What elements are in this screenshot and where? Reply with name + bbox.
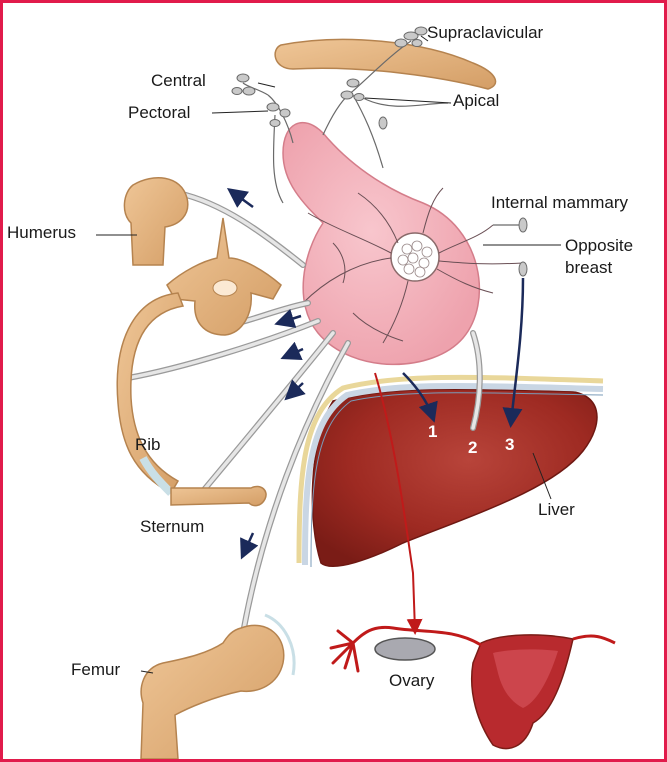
label-apical: Apical [453,91,499,111]
label-pectoral: Pectoral [128,103,190,123]
opposite-breast-node [519,262,527,276]
label-opposite-breast-line1: Opposite [565,236,633,256]
label-humerus: Humerus [7,223,76,243]
internal-mammary-node [519,218,527,232]
route-number-2: 2 [468,439,477,456]
pectoral-node [267,103,279,111]
breast-cancer-spread-illustration [3,3,664,759]
tract-humerus [178,193,303,265]
label-sternum: Sternum [140,517,204,537]
route-number-3: 3 [505,436,514,453]
label-liver: Liver [538,500,575,520]
label-internal-mammary: Internal mammary [491,193,628,213]
route-number-1: 1 [428,423,437,440]
label-ovary: Ovary [389,671,434,691]
breast [283,123,479,365]
label-femur: Femur [71,660,120,680]
femur-bone [141,625,284,759]
label-rib: Rib [135,435,161,455]
sternum-bone [171,486,266,505]
humerus-bone [124,178,187,265]
apical-node [347,79,359,87]
central-node [237,74,249,82]
label-central: Central [151,71,206,91]
label-opposite-breast-line2: breast [565,258,612,278]
liver [312,389,597,566]
ovary [375,638,435,660]
label-supraclavicular: Supraclavicular [427,23,543,43]
clavicle [275,39,495,89]
